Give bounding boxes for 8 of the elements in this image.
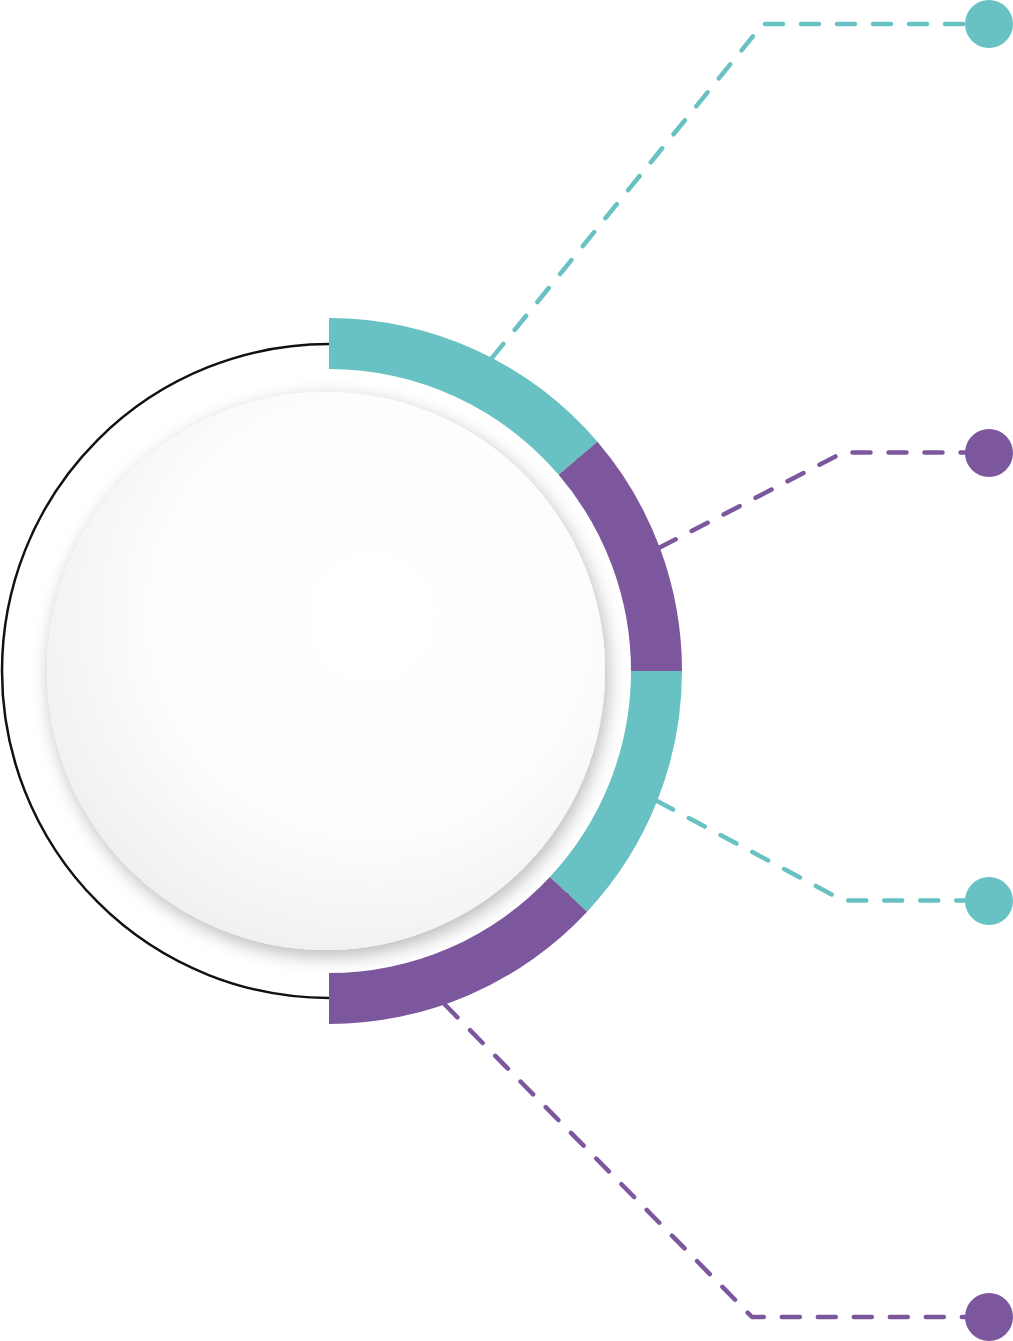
ring-segment — [549, 671, 682, 912]
endpoint-dot — [965, 876, 1013, 925]
ring-segment — [329, 318, 598, 475]
ring-segment — [558, 441, 682, 671]
endpoint-dot — [965, 1293, 1013, 1341]
endpoint-dot — [965, 428, 1013, 477]
ring-segment — [329, 876, 588, 1024]
endpoint-dot — [965, 0, 1013, 48]
